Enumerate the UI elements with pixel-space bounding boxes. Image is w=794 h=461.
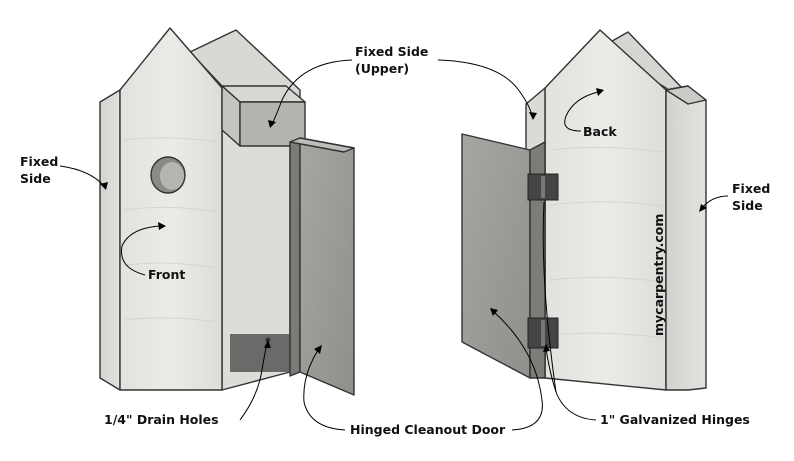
label-front: Front xyxy=(148,267,185,282)
label-fixed-side-right-line2: Side xyxy=(732,198,763,213)
door-top-left xyxy=(289,137,355,153)
door-face-left xyxy=(299,137,355,396)
label-cleanout-door: Hinged Cleanout Door xyxy=(350,422,506,437)
leader-lines xyxy=(59,59,729,431)
label-drain-holes: 1/4" Drain Holes xyxy=(104,412,219,427)
fixed-side-right-top xyxy=(665,85,707,105)
label-fixed-side-upper-line2: (Upper) xyxy=(355,61,409,76)
label-fixed-side-right-line1: Fixed xyxy=(732,181,770,196)
front-grain xyxy=(123,137,219,323)
watermark: mycarpentry.com xyxy=(651,214,666,336)
birdhouse-left xyxy=(99,27,355,396)
door-edge-left xyxy=(289,137,301,377)
interior-floor xyxy=(230,334,290,372)
label-hinges: 1" Galvanized Hinges xyxy=(600,412,750,427)
fixed-side-right-panel xyxy=(665,85,707,391)
entrance-hole-inner xyxy=(160,162,184,190)
fixed-side-left-panel xyxy=(99,89,121,391)
labels: Fixed Side Fixed Side (Upper) Front Back… xyxy=(20,44,770,437)
label-fixed-side-left-line2: Side xyxy=(20,171,51,186)
label-fixed-side-upper-line1: Fixed Side xyxy=(355,44,428,59)
label-fixed-side-left-line1: Fixed xyxy=(20,154,58,169)
label-back: Back xyxy=(583,124,617,139)
hinge-bottom xyxy=(527,317,559,349)
birdhouse-right: mycarpentry.com xyxy=(461,29,707,391)
hinge-top xyxy=(527,173,559,201)
back-grain xyxy=(549,146,663,339)
front-panel xyxy=(119,27,223,391)
